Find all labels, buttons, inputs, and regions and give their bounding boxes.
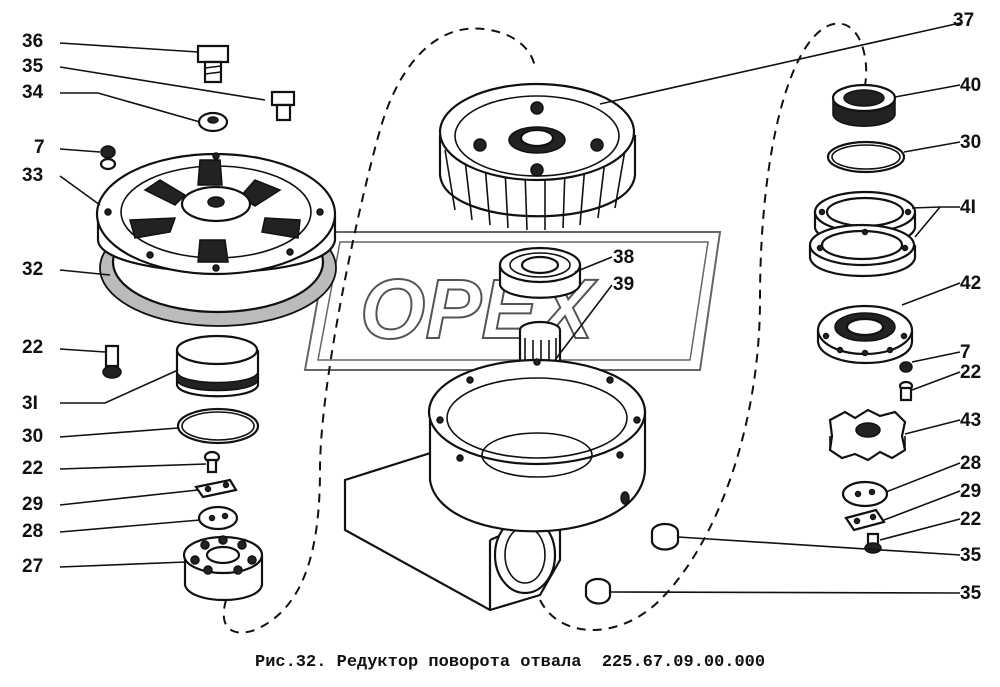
- seal-40: [831, 83, 897, 127]
- label-29-right: 29: [960, 481, 981, 502]
- part-number-labels: 36 35 34 7 33 32 22 3I 30 22 29 28 27 37…: [22, 10, 982, 604]
- gear-37: [438, 82, 637, 231]
- label-28-left: 28: [22, 521, 43, 542]
- label-41: 4I: [960, 197, 976, 218]
- o-ring-30-left: [176, 407, 260, 445]
- label-22-right-a: 22: [960, 362, 981, 383]
- cover-33: [95, 152, 337, 276]
- lock-plate-29-right: [844, 508, 886, 532]
- label-7-right: 7: [960, 342, 971, 363]
- right-parts: [808, 83, 917, 554]
- plug-35-upper: [650, 522, 680, 551]
- label-22-right-b: 22: [960, 509, 981, 530]
- label-31: 3I: [22, 393, 38, 414]
- label-32: 32: [22, 259, 43, 280]
- label-7-left: 7: [34, 137, 45, 158]
- label-42: 42: [960, 273, 981, 294]
- label-29-left: 29: [22, 494, 43, 515]
- flange-42: [816, 304, 914, 364]
- screw-7-left: [99, 145, 117, 171]
- label-35-right-b: 35: [960, 583, 982, 604]
- bearing-38: [498, 246, 582, 299]
- bolt-22-right-a: [898, 380, 914, 402]
- bolt-22-left-a: [102, 344, 122, 379]
- center-parts: [343, 82, 680, 612]
- label-37: 37: [953, 10, 974, 31]
- label-30-right: 30: [960, 132, 981, 153]
- label-43: 43: [960, 410, 981, 431]
- figure-caption: Рис.32. Редуктор поворота отвала 225.67.…: [255, 653, 765, 672]
- leader-lines: [59, 22, 961, 594]
- cap-31: [175, 334, 260, 398]
- bolt-35-top: [270, 90, 296, 122]
- label-34: 34: [22, 82, 44, 103]
- nut-34: [197, 111, 229, 133]
- lock-plate-29-left: [194, 478, 238, 499]
- o-ring-30-right: [826, 140, 906, 174]
- label-40: 40: [960, 75, 981, 96]
- label-35-top: 35: [22, 56, 44, 77]
- label-22-left-b: 22: [22, 458, 43, 479]
- left-parts: [95, 44, 337, 601]
- screw-7-right: [899, 361, 913, 373]
- label-39: 39: [613, 274, 634, 295]
- bearing-27: [182, 535, 264, 601]
- plug-35-lower: [584, 577, 612, 605]
- label-22-left-a: 22: [22, 337, 43, 358]
- label-28-right: 28: [960, 453, 981, 474]
- bolt-36: [196, 44, 230, 84]
- washer-28-right: [841, 480, 889, 508]
- label-36: 36: [22, 31, 43, 52]
- washer-28-left: [197, 505, 239, 531]
- sprocket-43: [828, 408, 907, 462]
- label-33: 33: [22, 165, 43, 186]
- rings-41: [808, 190, 917, 277]
- label-38: 38: [613, 247, 634, 268]
- housing: [343, 358, 647, 612]
- bolt-22-left-b: [203, 450, 221, 474]
- label-27: 27: [22, 556, 43, 577]
- label-30-left: 30: [22, 426, 43, 447]
- assembly-dashed-lines: [222, 22, 868, 634]
- label-35-right-a: 35: [960, 545, 982, 566]
